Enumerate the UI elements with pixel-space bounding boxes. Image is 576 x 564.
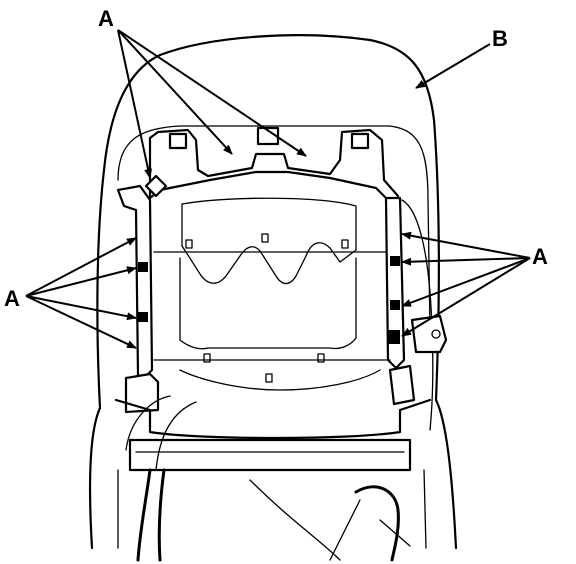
arrow-a-left-1 — [25, 237, 137, 297]
clip-left-1 — [138, 262, 148, 272]
callout-label-a-top: A — [98, 6, 114, 31]
arrow-a-right-1 — [401, 231, 531, 259]
callout-label-b: B — [492, 26, 508, 51]
side-bracket — [410, 314, 448, 354]
callout-arrows — [25, 29, 531, 349]
callout-label-a-left: A — [4, 286, 20, 311]
seat-cushion — [88, 395, 458, 550]
clip-right-2 — [390, 300, 400, 310]
clip-left-2 — [138, 312, 148, 322]
arrow-a-top-2 — [117, 29, 233, 155]
seat-back-cover — [96, 34, 440, 410]
arrow-a-right-3 — [401, 257, 531, 307]
arrow-a-left-3 — [25, 295, 137, 321]
arrow-a-right-4 — [401, 257, 531, 337]
arrow-b — [415, 43, 491, 89]
arrow-a-left-2 — [25, 266, 137, 297]
wire-harness — [136, 468, 411, 562]
arrow-a-top-1 — [117, 29, 153, 179]
clip-right-3 — [388, 330, 400, 344]
arrow-a-top-3 — [117, 29, 307, 157]
callout-label-a-right: A — [532, 244, 548, 269]
arrow-a-left-4 — [25, 295, 137, 349]
arrow-a-right-2 — [401, 257, 531, 266]
seat-back-frame — [116, 126, 434, 431]
clip-right-1 — [390, 256, 400, 266]
clips — [138, 256, 400, 344]
